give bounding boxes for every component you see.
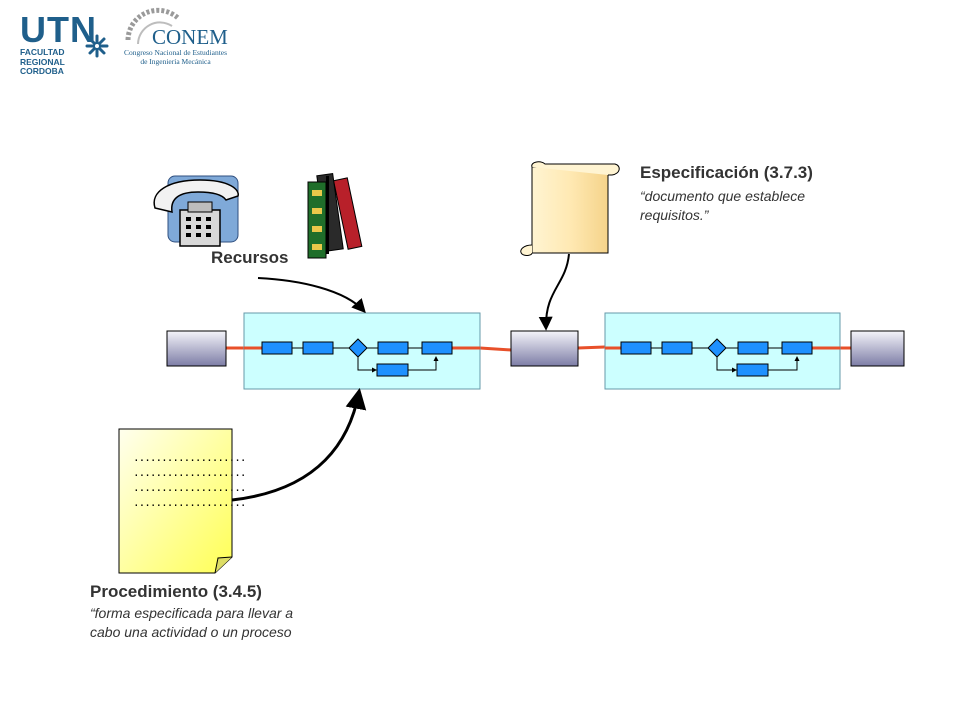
process-step (421, 341, 453, 355)
flow-arrow-mid-in (479, 346, 512, 352)
specification-quote-line2: requisitos.” (640, 207, 709, 223)
document-line: .................... (133, 481, 246, 494)
scroll-icon (520, 161, 620, 257)
document-icon (118, 428, 233, 574)
process-step (376, 363, 409, 377)
process-step (661, 341, 693, 355)
utn-logo-letters: UTN (20, 9, 97, 50)
procedure-quote-line2: cabo una actividad o un proceso (90, 624, 292, 640)
process-step (620, 341, 652, 355)
procedure-arrow (231, 387, 367, 502)
gear-arc-icon (125, 7, 180, 45)
process-step (302, 341, 334, 355)
utn-logo-line3: CORDOBA (20, 66, 64, 76)
specification-title: Especificación (3.7.3) (640, 163, 813, 182)
specification-arrow (538, 253, 570, 331)
document-line: .................... (133, 466, 246, 479)
process-step (781, 341, 813, 355)
intermediate-box (510, 330, 579, 367)
conem-logo-line2: de Ingeniería Mecánica (140, 57, 211, 66)
document-text-lines: .................... ...................… (133, 450, 246, 510)
flow-arrows (226, 345, 851, 352)
specification-block: Especificación (3.7.3) “documento que es… (640, 163, 813, 225)
resources-label: Recursos (211, 248, 289, 267)
procedure-title: Procedimiento (3.4.5) (90, 582, 262, 601)
process-box-1 (243, 312, 481, 390)
process-step (261, 341, 293, 355)
process-step (736, 363, 769, 377)
conem-logo-line1: Congreso Nacional de Estudiantes (123, 48, 228, 57)
utn-logo: UTN FACULTAD REGIONAL CORDOBA (20, 12, 97, 77)
conem-logo-name: CONEM (152, 25, 228, 49)
telephone-icon (153, 175, 239, 247)
utn-logo-line1: FACULTAD (20, 47, 65, 57)
process-step (737, 341, 769, 355)
procedure-quote-line1: “forma especificada para llevar a (90, 605, 294, 621)
input-box (166, 330, 227, 367)
utn-emblem-icon (85, 34, 109, 58)
document-line: .................... (133, 451, 246, 464)
flow-arrow-mid-out (577, 345, 606, 350)
conem-logo: CONEM Congreso Nacional de Estudiantes d… (118, 26, 233, 66)
books-icon (307, 172, 363, 259)
output-box (850, 330, 905, 367)
process-box-2 (604, 312, 841, 390)
document-line: .................... (133, 496, 246, 509)
utn-logo-line2: REGIONAL (20, 56, 65, 67)
specification-quote-line1: “documento que establece (640, 188, 805, 204)
resources-arrow (257, 277, 366, 314)
process-step (377, 341, 409, 355)
procedure-block: Procedimiento (3.4.5) “forma especificad… (90, 582, 293, 642)
